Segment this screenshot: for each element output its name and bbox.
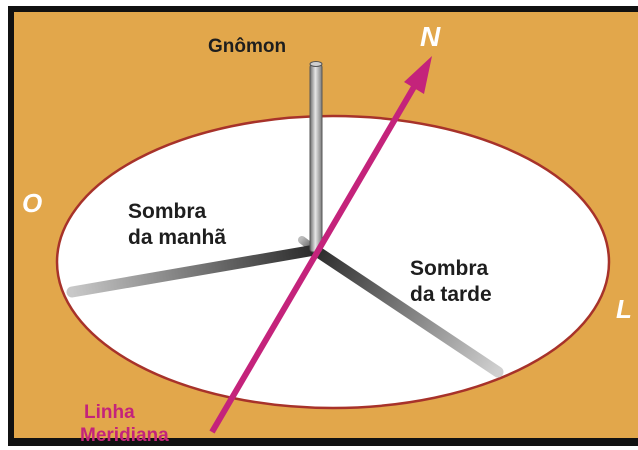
morning-shadow [66, 244, 321, 298]
morning-shadow-label-line1: Sombra [128, 200, 207, 223]
gnomon-label: Gnômon [208, 36, 286, 57]
afternoon-shadow-label-line2: da tarde [410, 283, 492, 306]
west-label: O [22, 188, 42, 218]
morning-shadow-label-line2: da manhã [128, 226, 226, 249]
north-label: N [420, 21, 441, 52]
gnomon-top [309, 61, 323, 67]
afternoon-shadow-label-line1: Sombra [410, 257, 489, 280]
east-label: L [616, 294, 632, 324]
meridian-label-line2: Meridiana [80, 425, 169, 446]
north-arrow-head [404, 56, 432, 94]
meridian-label-line1: Linha [84, 402, 135, 423]
afternoon-shadow [309, 244, 504, 378]
gnomon-rod [309, 63, 323, 253]
meridian-line [209, 78, 421, 434]
